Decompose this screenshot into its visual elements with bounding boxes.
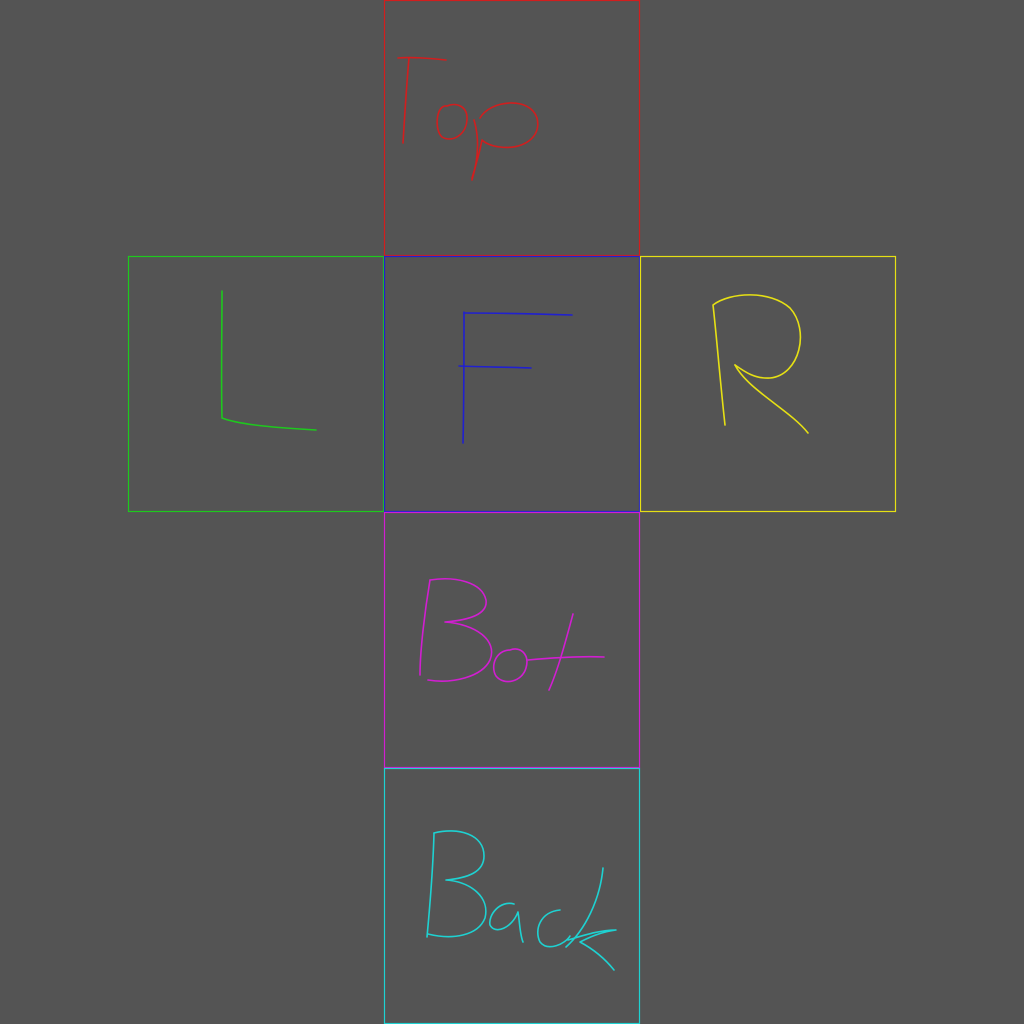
face-left-border <box>127 255 385 513</box>
face-right <box>639 255 897 513</box>
face-top-border <box>383 0 641 257</box>
face-bottom <box>383 511 641 769</box>
face-front-border <box>383 255 641 513</box>
face-top <box>383 0 641 257</box>
face-front-label <box>458 311 573 444</box>
face-left <box>127 255 385 513</box>
face-back-border <box>383 767 641 1024</box>
face-back <box>383 767 641 1024</box>
face-left-label <box>220 290 317 431</box>
face-bottom-label <box>419 578 605 691</box>
face-bottom-border <box>383 511 641 769</box>
face-back-label <box>426 830 617 971</box>
face-right-border <box>639 255 897 513</box>
face-front <box>383 255 641 513</box>
face-right-label <box>712 294 809 434</box>
face-top-label <box>397 56 539 181</box>
